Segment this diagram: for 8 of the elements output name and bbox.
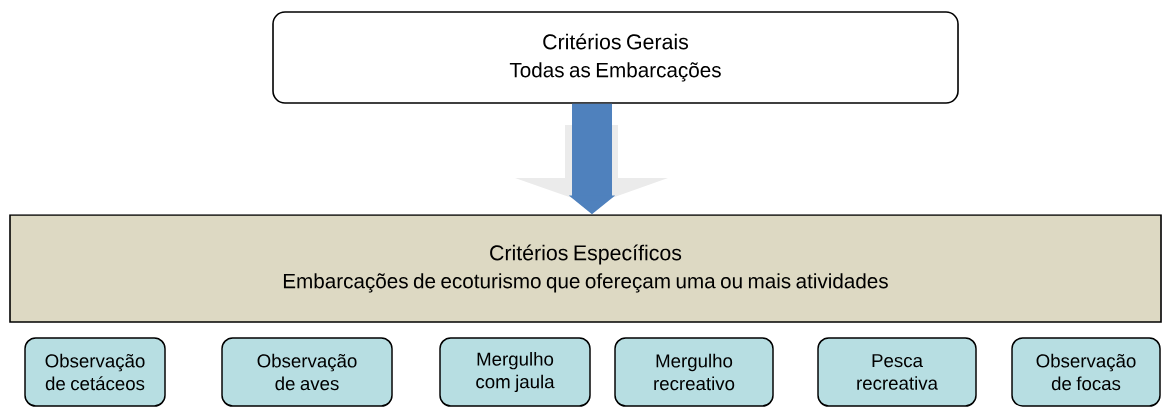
activity-box: Observação de aves (221, 337, 393, 407)
activity-box: Mergulho recreativo (614, 337, 774, 407)
activity-box: Mergulho com jaula (439, 337, 591, 407)
activity-box: Observação de focas (1011, 337, 1161, 407)
criteria-band: Critérios Específicos Embarcações de ecoturismo que ofereçam uma ou mais atividades (9, 214, 1162, 323)
activity-box: Observação de cetáceos (24, 337, 166, 407)
header-box: Critérios Gerais Todas as Embarcações (272, 11, 959, 104)
activity-box: Pesca recreativa (817, 337, 977, 407)
